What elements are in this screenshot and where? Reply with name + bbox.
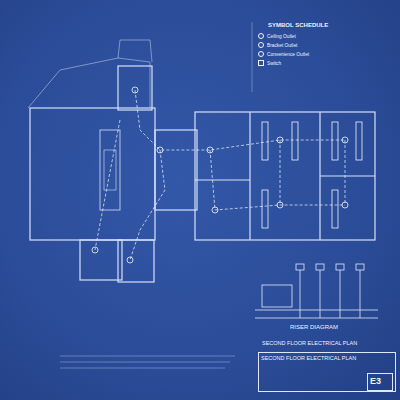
title-block: SECOND FLOOR ELECTRICAL PLAN E3 (258, 352, 396, 392)
legend-row: Switch (258, 60, 281, 66)
legend-text: Bracket Outlet (267, 43, 297, 48)
legend-symbol (258, 33, 264, 39)
legend-text: Convenience Outlet (267, 52, 309, 57)
legend-symbol (258, 60, 264, 66)
drawing-label: RISER DIAGRAM (290, 324, 338, 331)
legend-row: Ceiling Outlet (258, 33, 296, 39)
legend-text: Ceiling Outlet (267, 34, 296, 39)
sheet-title: SECOND FLOOR ELECTRICAL PLAN (262, 340, 357, 346)
legend-row: Convenience Outlet (258, 51, 309, 57)
legend-symbol (258, 51, 264, 57)
legend-symbol (258, 42, 264, 48)
legend-row: Bracket Outlet (258, 42, 297, 48)
drawing-title: SECOND FLOOR ELECTRICAL PLAN (259, 353, 395, 363)
drawing-label: SYMBOL SCHEDULE (268, 22, 328, 29)
sheet-number-box: E3 (367, 373, 393, 391)
sheet-number: E3 (368, 374, 392, 388)
legend-text: Switch (267, 61, 281, 66)
